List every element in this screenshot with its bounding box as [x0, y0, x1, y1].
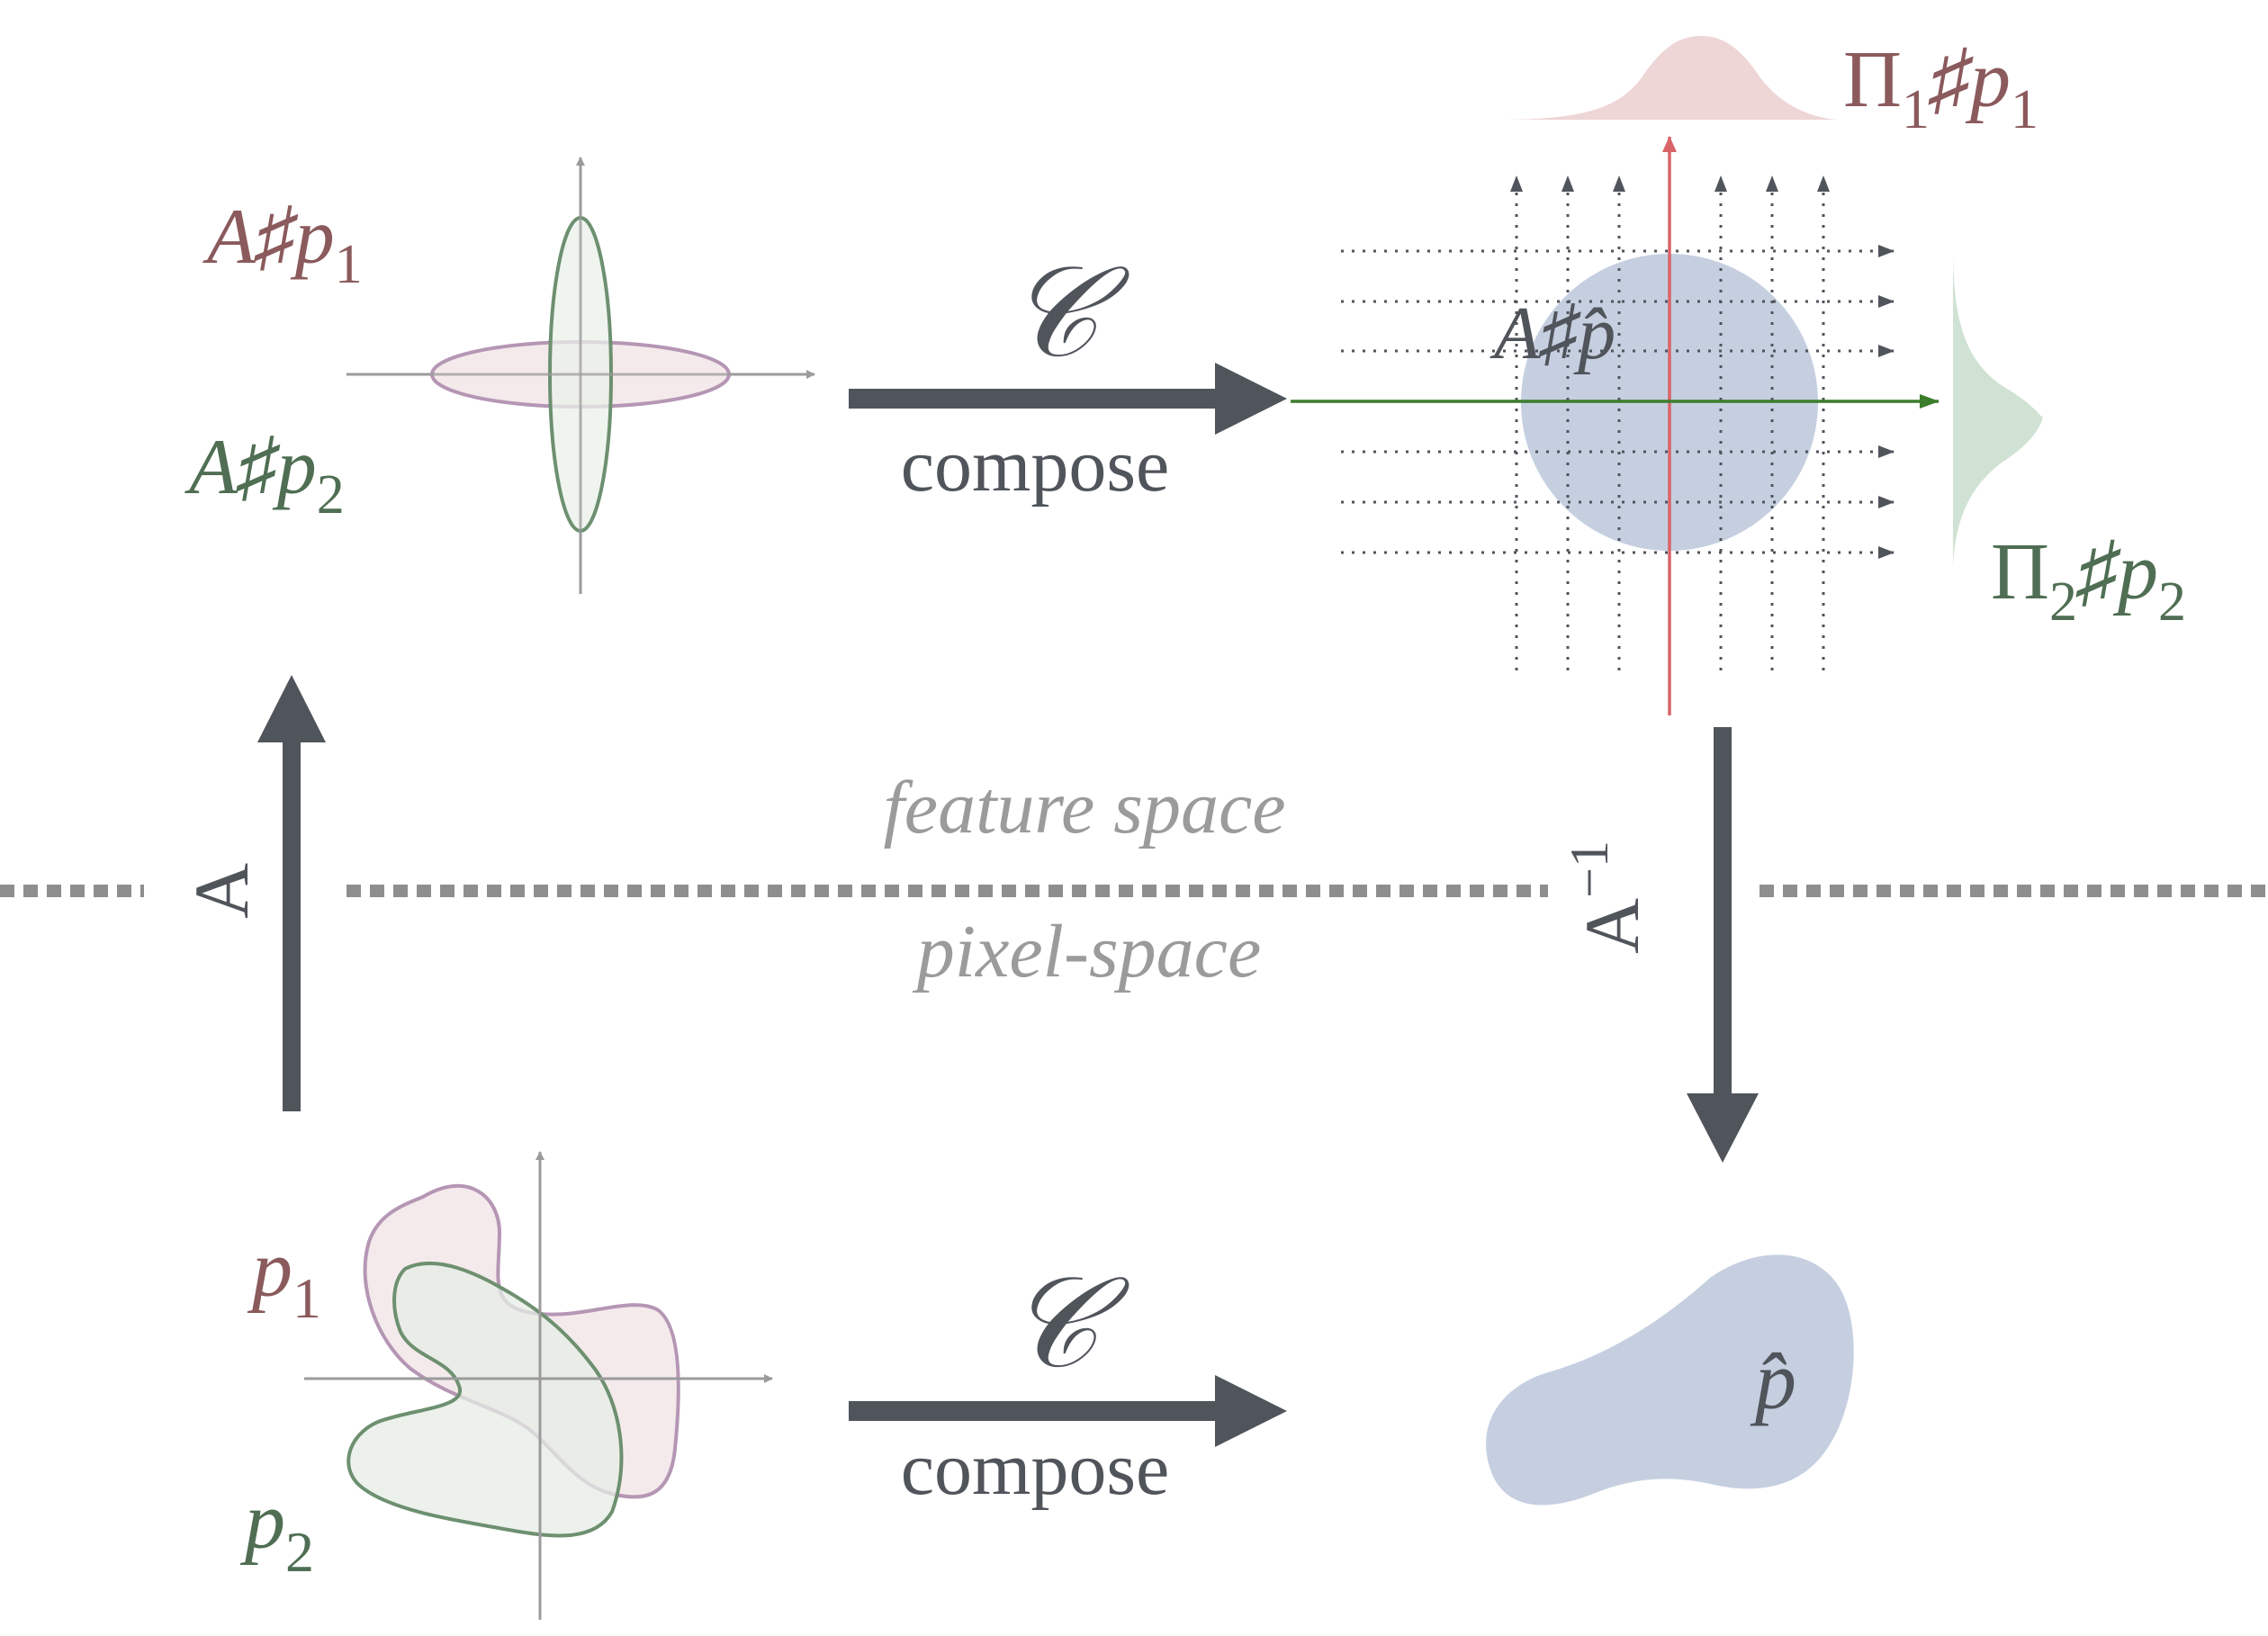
label-pi1-p1: Π1♯p1	[1843, 35, 2038, 140]
label-a-p2: A♯p2	[184, 424, 345, 526]
label-pi2-p2: Π2♯p2	[1991, 527, 2186, 633]
compose-symbol-top: 𝒞	[1007, 244, 1130, 383]
map-arrow-a-inverse	[1687, 727, 1759, 1163]
compose-symbol-bottom: 𝒞	[1007, 1254, 1130, 1394]
compose-word-bottom: compose	[901, 1427, 1170, 1511]
map-arrow-a	[257, 675, 326, 1111]
compose-arrow-bottom	[849, 1375, 1287, 1447]
label-p2: p2	[239, 1477, 314, 1584]
label-p1: p1	[247, 1225, 321, 1330]
compose-arrow-top	[849, 363, 1287, 435]
label-feature-space: feature space	[883, 766, 1285, 849]
marginal-pi1-curve	[1498, 36, 1840, 120]
label-a-phat: A♯p̂	[1490, 292, 1616, 375]
label-a-p1: A♯p1	[202, 193, 363, 295]
label-phat: p̂	[1750, 1335, 1796, 1426]
blob-phat	[1486, 1254, 1854, 1506]
label-map-a-inverse: A−1	[1560, 840, 1655, 954]
pixel-axes	[304, 1151, 773, 1620]
compose-word-top: compose	[901, 424, 1170, 508]
blob-p2	[346, 1261, 624, 1538]
marginal-pi2-curve	[1953, 247, 2043, 576]
dotted-grid-vertical	[1510, 175, 1830, 670]
label-pixel-space: pixel-space	[913, 910, 1261, 993]
label-map-a: A	[178, 863, 265, 919]
